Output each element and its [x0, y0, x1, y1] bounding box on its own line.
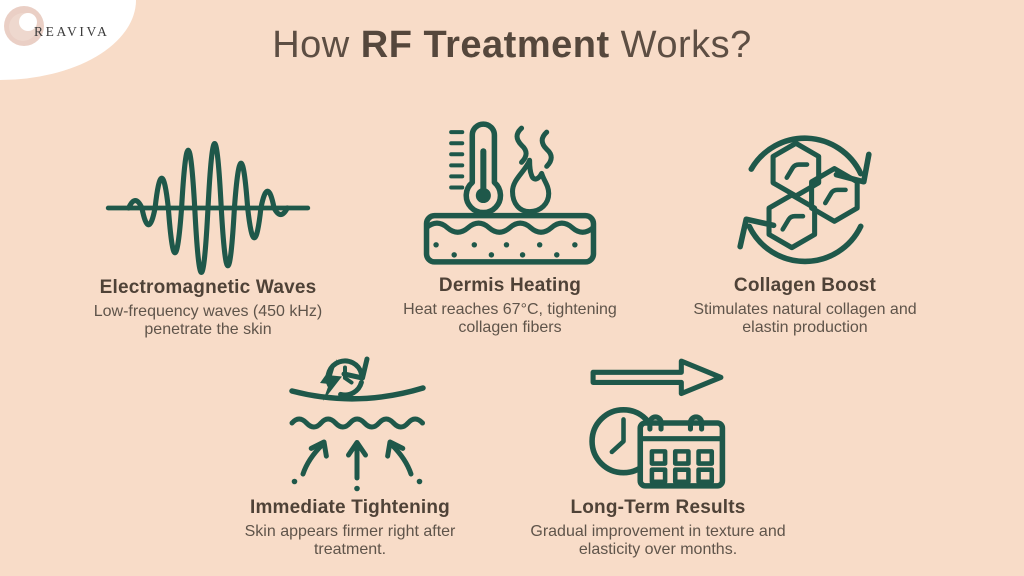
collagen-cycle-hexagons-icon — [737, 135, 872, 265]
step-immediate-tightening: Immediate Tightening Skin appears firmer… — [200, 344, 500, 560]
swirl-ring-icon — [4, 6, 44, 46]
step-long-term-results: Long-Term Results Gradual improvement in… — [500, 352, 816, 560]
brand-name: REAVIVA — [34, 24, 110, 39]
title-suffix: Works? — [609, 24, 752, 66]
step-electromagnetic-waves: Electromagnetic Waves Low-frequency wave… — [58, 138, 358, 340]
skin-lift-arrows-icon — [289, 356, 426, 492]
step-description: Stimulates natural collagen and elastin … — [693, 300, 917, 337]
step-heading: Long-Term Results — [570, 497, 746, 518]
step-heading: Dermis Heating — [438, 275, 582, 296]
step-description: Heat reaches 67°C, tightening collagen f… — [403, 300, 617, 337]
step-collagen-boost: Collagen Boost Stimulates natural collag… — [655, 124, 955, 338]
step-heading: Electromagnetic Waves — [99, 277, 317, 298]
title-highlight: RF Treatment — [360, 24, 610, 66]
step-dermis-heating: Dermis Heating Heat reaches 67°C, tighte… — [360, 120, 660, 338]
thermometer-flame-skin-icon — [423, 121, 597, 265]
step-heading: Collagen Boost — [733, 275, 877, 296]
step-description: Gradual improvement in texture and elast… — [530, 522, 786, 559]
electromagnetic-wave-icon — [105, 141, 311, 275]
page-title: How RF Treatment Works? — [0, 24, 1024, 67]
title-prefix: How — [272, 24, 361, 66]
step-description: Skin appears firmer right after treatmen… — [244, 522, 456, 559]
clock-calendar-arrow-icon — [589, 358, 726, 489]
step-heading: Immediate Tightening — [249, 497, 450, 518]
step-description: Low-frequency waves (450 kHz) penetrate … — [93, 302, 323, 339]
